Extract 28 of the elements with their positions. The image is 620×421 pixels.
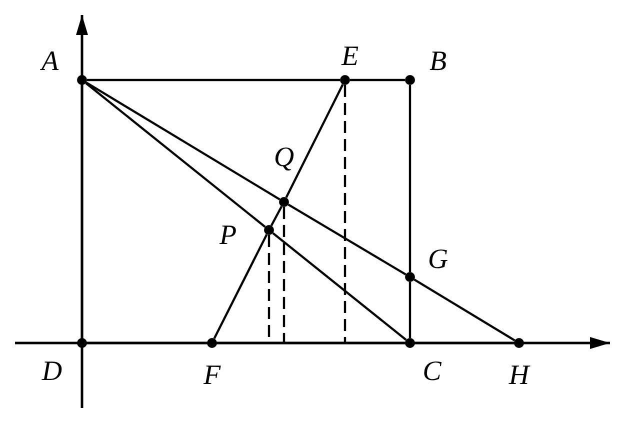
line-segment — [217, 342, 405, 344]
line-segment — [86, 82, 280, 200]
point-label: C — [422, 358, 442, 386]
line-segment — [213, 234, 268, 340]
line-segment — [270, 206, 283, 226]
line-segment — [87, 342, 207, 344]
line-segment — [288, 204, 406, 276]
point-label: B — [428, 48, 448, 76]
point-label: P — [218, 222, 238, 250]
line-segment — [285, 84, 344, 198]
point-label: H — [508, 362, 532, 390]
line-segment — [415, 342, 514, 344]
dashed-line — [344, 85, 346, 343]
point-label: F — [202, 362, 222, 390]
point-label: G — [426, 246, 450, 274]
line-segment — [408, 85, 412, 272]
point-label: Q — [272, 144, 296, 172]
line-segment — [272, 232, 407, 341]
line-segment — [80, 85, 84, 338]
line-segment — [85, 82, 266, 228]
point-label: A — [39, 48, 60, 76]
line-segment — [414, 278, 516, 342]
line-segment — [87, 78, 340, 82]
line-segment — [408, 282, 412, 338]
point-label: D — [40, 358, 64, 386]
dashed-line — [282, 207, 286, 343]
line-segment — [350, 78, 405, 82]
point-label: E — [340, 43, 360, 71]
